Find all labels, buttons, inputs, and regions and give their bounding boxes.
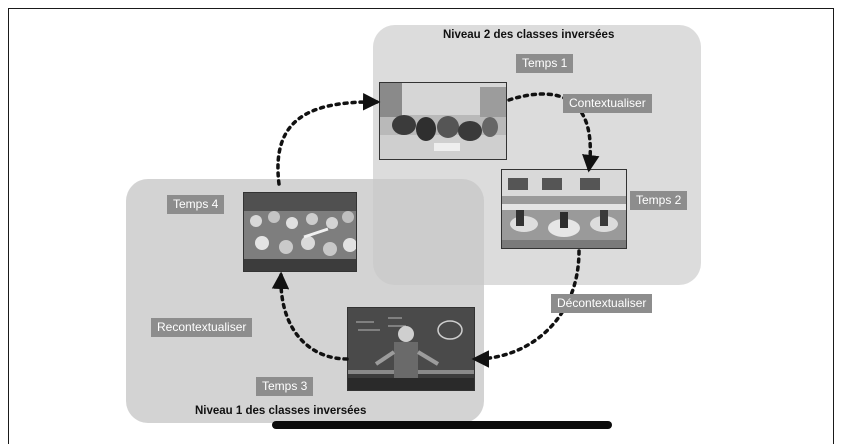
label-temps-3: Temps 3 [256,377,314,396]
label-decontextualiser: Décontextualiser [551,294,653,313]
photo-computer-lab [501,169,627,249]
photo-teacher-blackboard [347,307,475,391]
arrow-t2-to-t3 [471,249,581,368]
level-1-title: Niveau 1 des classes inversées [195,405,367,417]
label-recontextualiser: Recontextualiser [151,318,253,337]
label-contextualiser: Contextualiser [563,94,652,113]
arrow-t4-to-t1 [276,93,381,186]
level-2-title: Niveau 2 des classes inversées [443,29,615,41]
label-temps-4: Temps 4 [167,195,225,214]
label-temps-2: Temps 2 [630,191,688,210]
photo-lecture-hall [243,192,357,272]
photo-students-outdoors [379,82,507,160]
cycle-arrows [271,92,600,368]
image-frame: Niveau 2 des classes inversées Niveau 1 … [8,8,834,444]
home-indicator[interactable] [272,421,612,429]
label-temps-1: Temps 1 [516,54,574,73]
arrow-t3-to-t4 [271,271,349,361]
